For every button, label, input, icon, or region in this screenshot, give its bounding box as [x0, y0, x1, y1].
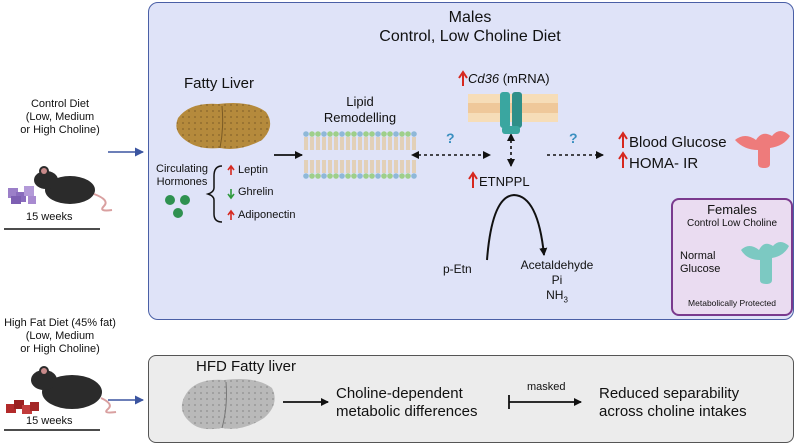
hfd-liver-label: HFD Fatty liver — [196, 358, 297, 375]
reaction-arrow — [486, 193, 548, 261]
control-mouse-icon — [34, 166, 113, 212]
metabolically-protected-label: Metabolically Protected — [688, 298, 776, 308]
hormone-adiponectin: Adiponectin — [238, 209, 296, 221]
males-title: Males Control, Low Choline Diet — [379, 9, 561, 45]
hfd-liver-icon — [181, 379, 275, 430]
products-label: Acetaldehyde Pi NH3 — [520, 258, 594, 305]
hormone-arrows — [227, 164, 235, 220]
high-fat-food-icon — [6, 400, 39, 414]
control-weeks-label: 15 weeks — [26, 211, 73, 223]
pancreas-icon — [735, 131, 790, 168]
hormone-leptin: Leptin — [238, 164, 268, 176]
glucose-up-arrow — [618, 131, 628, 148]
circulating-hormones-label: Circulating Hormones — [156, 163, 208, 188]
choline-food-icon — [8, 186, 36, 204]
hormone-brace — [205, 165, 223, 223]
question-mark-2: ? — [569, 130, 578, 146]
fatty-liver-label: Fatty Liver — [184, 75, 255, 92]
lipid-bilayer-icon — [303, 131, 417, 179]
choline-dependent-label: Choline-dependent metabolic differences — [336, 385, 478, 420]
etnppl-up-arrow — [468, 171, 478, 188]
blood-glucose-label: Blood Glucose — [629, 134, 727, 151]
hormone-dots-icon — [165, 195, 190, 218]
masked-label: masked — [527, 381, 566, 393]
fatty-liver-icon — [176, 103, 271, 149]
cd36-up-arrow — [458, 70, 468, 86]
females-title: Females — [707, 202, 757, 217]
hfd-mouse-icon — [31, 366, 117, 414]
hormone-ghrelin: Ghrelin — [238, 186, 274, 198]
control-diet-label: Control Diet (Low, Medium or High Cholin… — [20, 98, 100, 136]
homa-ir-label: HOMA- IR — [629, 155, 699, 172]
hfd-weeks-label: 15 weeks — [26, 415, 73, 427]
normal-glucose-label: Normal Glucose — [680, 250, 721, 275]
etnppl-label: ETNPPL — [479, 174, 530, 189]
homa-up-arrow — [618, 151, 628, 168]
question-mark-1: ? — [446, 130, 455, 146]
cd36-membrane-icon — [468, 92, 558, 134]
reduced-separability-label: Reduced separability across choline inta… — [599, 385, 747, 420]
cd36-label: Cd36 (mRNA) — [468, 71, 550, 86]
pancreas-teal-icon — [741, 242, 789, 284]
hfd-diet-label: High Fat Diet (45% fat) (Low, Medium or … — [4, 317, 116, 355]
lipid-remodelling-label: Lipid Remodelling — [323, 94, 397, 125]
p-etn-label: p-Etn — [443, 262, 472, 276]
females-subtitle: Control Low Choline — [686, 218, 778, 229]
